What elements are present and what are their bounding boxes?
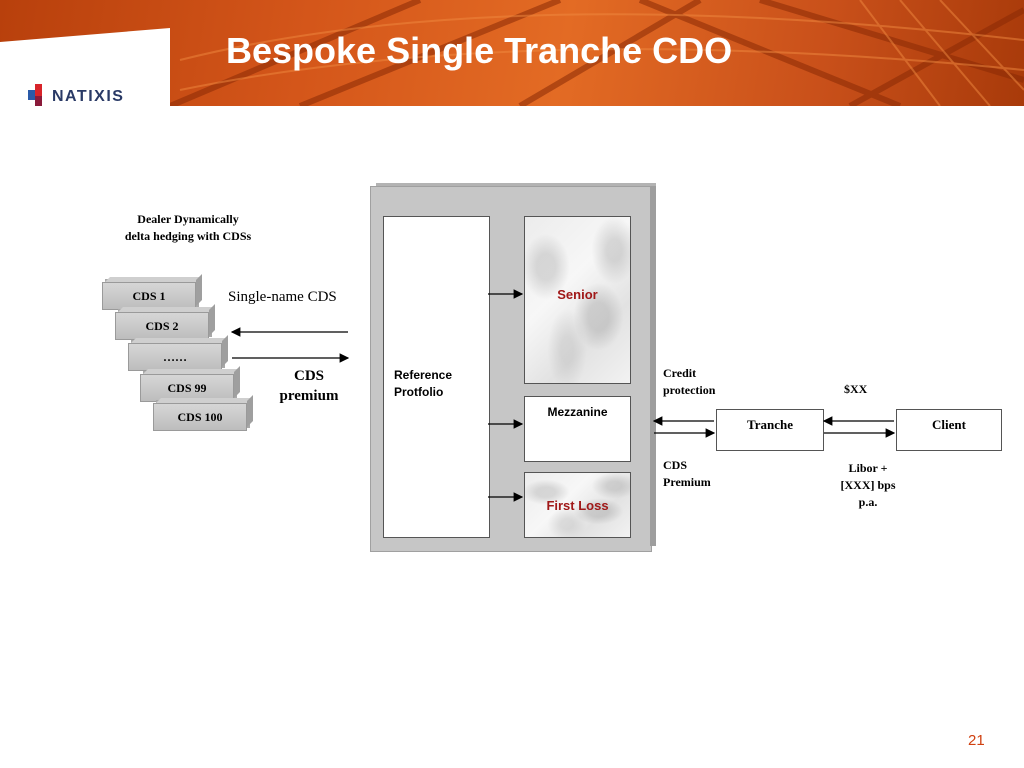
cds-premium-right-line2: Premium bbox=[663, 475, 711, 489]
reference-portfolio-line2: Protfolio bbox=[394, 385, 444, 399]
cds-box-2: CDS 2 bbox=[115, 312, 209, 340]
header-banner: NATIXIS Bespoke Single Tranche CDO bbox=[0, 0, 1024, 106]
libor-line1: Libor + bbox=[848, 461, 888, 475]
reference-portfolio-box: Reference Protfolio bbox=[383, 216, 490, 538]
tranche-party-box: Tranche bbox=[716, 409, 824, 451]
logo-text: NATIXIS bbox=[52, 88, 125, 105]
libor-line3: p.a. bbox=[858, 495, 878, 509]
credit-protection-label: Credit protection bbox=[663, 365, 715, 399]
xx-amount-label: $XX bbox=[844, 382, 868, 396]
dealer-note-line1: Dealer Dynamically bbox=[137, 212, 239, 226]
mezzanine-tranche-box: Mezzanine bbox=[524, 396, 631, 462]
dealer-note-line2: delta hedging with CDSs bbox=[124, 229, 252, 243]
logo-tab bbox=[0, 28, 170, 106]
credit-protection-line1: Credit bbox=[663, 366, 697, 380]
senior-tranche-box: Senior bbox=[524, 216, 631, 384]
first-loss-label: First Loss bbox=[546, 498, 609, 513]
client-party-box: Client bbox=[896, 409, 1002, 451]
cds-premium-label-line1: CDS bbox=[293, 368, 324, 384]
page-number: 21 bbox=[968, 732, 985, 749]
mezzanine-label: Mezzanine bbox=[547, 405, 608, 419]
reference-portfolio-line1: Reference bbox=[394, 368, 453, 382]
single-name-cds-label: Single-name CDS bbox=[228, 289, 337, 305]
header-background-pattern bbox=[168, 0, 1024, 106]
senior-label: Senior bbox=[557, 287, 598, 302]
cds-box-1: CDS 1 bbox=[102, 282, 196, 310]
cds-box-ellipsis: …… bbox=[128, 343, 222, 371]
credit-protection-line2: protection bbox=[663, 383, 716, 397]
natixis-logo-icon bbox=[28, 84, 42, 106]
cds-premium-label: CDS premium bbox=[270, 366, 348, 406]
cds-box-100: CDS 100 bbox=[153, 403, 247, 431]
cds-premium-label-line2: premium bbox=[279, 388, 339, 404]
libor-line2: [XXX] bps bbox=[840, 478, 896, 492]
dealer-note: Dealer Dynamically delta hedging with CD… bbox=[108, 211, 268, 245]
cds-premium-right-line1: CDS bbox=[663, 458, 688, 472]
libor-label: Libor + [XXX] bps p.a. bbox=[828, 460, 908, 511]
reference-portfolio-label: Reference Protfolio bbox=[394, 367, 452, 401]
slide-title: Bespoke Single Tranche CDO bbox=[226, 30, 733, 71]
structure-frame-side bbox=[650, 186, 656, 546]
first-loss-tranche-box: First Loss bbox=[524, 472, 631, 538]
cds-premium-right-label: CDS Premium bbox=[663, 457, 711, 491]
